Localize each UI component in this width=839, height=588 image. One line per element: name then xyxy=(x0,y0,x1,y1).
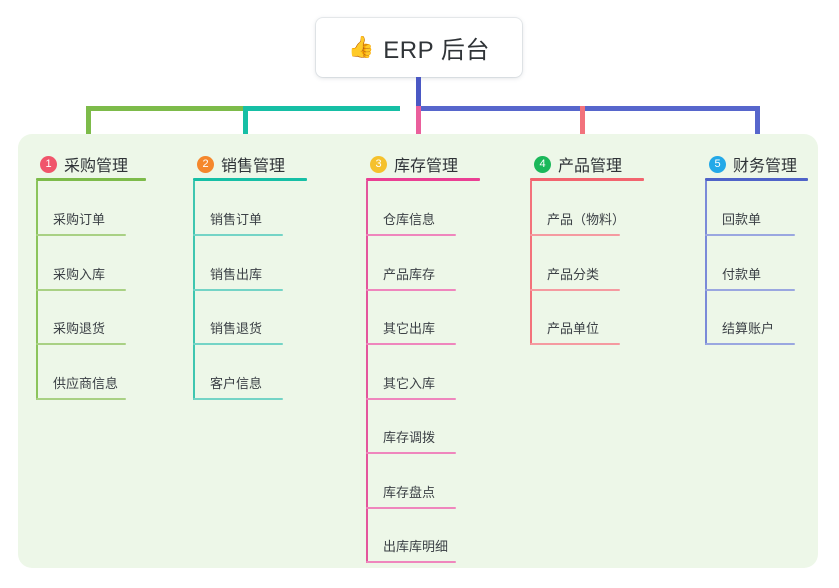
root-node-card[interactable]: 👍 ERP 后台 xyxy=(316,18,522,77)
column-title-1: 采购管理 xyxy=(64,158,129,175)
column-title-3: 库存管理 xyxy=(394,158,459,175)
column-title-2: 销售管理 xyxy=(221,158,286,175)
column-badge-4: 4 xyxy=(534,155,551,173)
list-item[interactable]: 销售订单 xyxy=(210,212,263,227)
list-item-rule xyxy=(705,343,795,345)
list-item[interactable]: 其它入库 xyxy=(383,375,436,391)
connector-drop-1 xyxy=(86,106,91,136)
list-item[interactable]: 产品（物料） xyxy=(547,212,626,227)
list-item[interactable]: 销售出库 xyxy=(210,266,263,282)
list-item-rule xyxy=(530,343,620,345)
page-title: ERP 后台 xyxy=(383,37,490,64)
list-item-rule xyxy=(36,288,126,291)
list-item-rule xyxy=(705,288,795,291)
list-item[interactable]: 回款单 xyxy=(722,212,762,227)
column-title-4: 产品管理 xyxy=(558,158,623,175)
list-item[interactable]: 产品库存 xyxy=(383,266,436,282)
list-item[interactable]: 结算账户 xyxy=(722,321,775,336)
column-header-2[interactable]: 2 销售管理 xyxy=(197,152,285,176)
column-rule-4 xyxy=(530,178,644,181)
column-badge-2: 2 xyxy=(197,155,214,173)
list-item-rule xyxy=(36,234,126,236)
column-header-3[interactable]: 3 库存管理 xyxy=(370,152,458,176)
column-spine-3 xyxy=(366,181,368,563)
list-item[interactable]: 产品分类 xyxy=(547,266,600,282)
list-item[interactable]: 销售退货 xyxy=(210,321,263,336)
list-item-rule xyxy=(366,452,456,454)
connector-drop-5 xyxy=(755,106,760,136)
column-header-4[interactable]: 4 产品管理 xyxy=(534,152,622,176)
connector-drop-2 xyxy=(243,106,248,136)
column-badge-5: 5 xyxy=(709,155,726,173)
list-item[interactable]: 供应商信息 xyxy=(53,375,119,391)
column-spine-5 xyxy=(705,181,707,345)
column-title-5: 财务管理 xyxy=(733,158,798,175)
list-item[interactable]: 客户信息 xyxy=(210,375,263,391)
list-item-rule xyxy=(705,234,795,236)
column-spine-4 xyxy=(530,181,532,345)
column-rule-5 xyxy=(705,178,808,181)
list-item-rule xyxy=(366,234,456,236)
modules-panel xyxy=(18,134,818,568)
connector-bar-teal xyxy=(243,106,400,111)
column-rule-1 xyxy=(36,178,146,181)
list-item[interactable]: 采购退货 xyxy=(53,321,106,336)
connector-stem xyxy=(416,77,421,110)
list-item-rule xyxy=(366,506,456,509)
list-item-rule xyxy=(366,561,456,563)
connector-bar-blue xyxy=(417,106,760,111)
list-item-rule xyxy=(530,234,620,236)
list-item-rule xyxy=(193,343,283,345)
list-item[interactable]: 库存调拨 xyxy=(383,430,436,445)
thumbs-up-icon: 👍 xyxy=(348,36,375,59)
list-item[interactable]: 采购订单 xyxy=(53,212,106,227)
list-item-rule xyxy=(530,288,620,291)
column-rule-2 xyxy=(193,178,307,181)
column-header-5[interactable]: 5 财务管理 xyxy=(709,152,797,176)
list-item[interactable]: 出库库明细 xyxy=(383,539,449,554)
column-header-1[interactable]: 1 采购管理 xyxy=(40,152,128,176)
connector-drop-4 xyxy=(580,106,585,136)
connector-drop-3 xyxy=(416,106,421,136)
list-item[interactable]: 付款单 xyxy=(722,266,762,282)
column-badge-1: 1 xyxy=(40,155,57,173)
list-item-rule xyxy=(366,397,456,400)
list-item[interactable]: 仓库信息 xyxy=(383,212,436,227)
column-badge-3: 3 xyxy=(370,155,387,173)
list-item-rule xyxy=(36,397,126,400)
list-item-rule xyxy=(193,234,283,236)
list-item-rule xyxy=(366,288,456,291)
list-item-rule xyxy=(366,343,456,345)
list-item[interactable]: 采购入库 xyxy=(53,266,106,282)
list-item-rule xyxy=(193,288,283,291)
list-item[interactable]: 其它出库 xyxy=(383,321,436,336)
list-item[interactable]: 产品单位 xyxy=(547,321,600,336)
list-item-rule xyxy=(36,343,126,345)
list-item[interactable]: 库存盘点 xyxy=(383,484,436,500)
list-item-rule xyxy=(193,397,283,400)
column-rule-3 xyxy=(366,178,480,181)
